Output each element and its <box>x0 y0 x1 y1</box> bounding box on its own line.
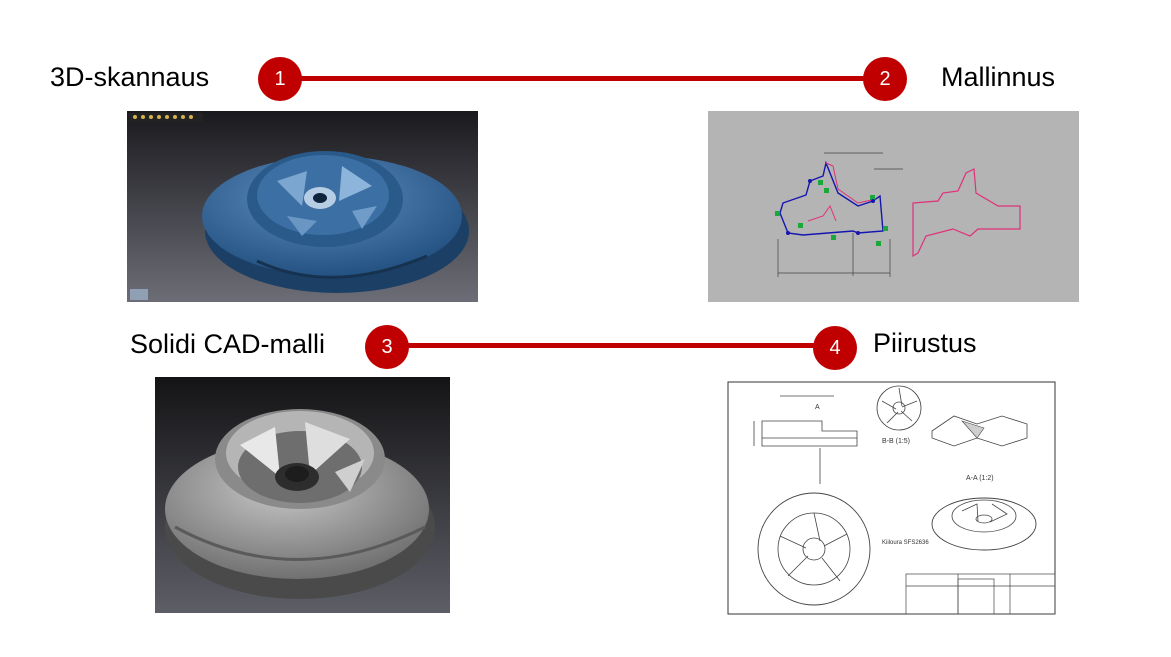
section-bb-label: B-B (1:5) <box>882 438 910 445</box>
cad-model-image <box>155 377 450 613</box>
step-2-badge: 2 <box>863 57 907 101</box>
material-note: Kiiloura SFS2636 <box>882 540 929 546</box>
connector-1-2 <box>282 76 884 81</box>
step-2-label: Mallinnus <box>941 62 1056 92</box>
dim-a-label: A <box>815 404 820 411</box>
technical-drawing-image: A B-B (1:5) A-A (1:2) Kiiloura SFS2636 <box>722 376 1061 620</box>
section-aa-label: A-A (1:2) <box>966 475 994 482</box>
connector-3-4 <box>388 343 836 348</box>
step-3-badge: 3 <box>365 325 409 369</box>
sketch-image <box>708 111 1079 302</box>
step-1-label: 3D-skannaus <box>50 62 210 92</box>
scan-image <box>127 111 478 302</box>
step-4-label: Piirustus <box>873 328 977 358</box>
step-3-label: Solidi CAD-malli <box>130 329 326 359</box>
step-4-badge: 4 <box>813 326 857 370</box>
step-1-badge: 1 <box>258 57 302 101</box>
